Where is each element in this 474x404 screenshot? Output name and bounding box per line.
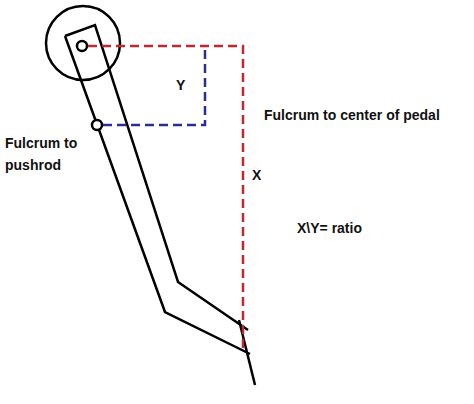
dimension-label: X [252,164,261,186]
pedal-arm [65,25,250,354]
pedal-pad [239,320,255,385]
pushrod-pivot [92,120,102,130]
dimension-label: Y [176,74,185,96]
y-dimension-line [103,46,205,125]
pedal-center-label: Fulcrum to center of pedal [264,104,440,126]
fulcrum-pivot [77,41,87,51]
x-dimension-line [88,46,243,352]
pushrod-label: Fulcrum to pushrod [5,132,87,176]
ratio-formula: X\Y= ratio [297,217,362,239]
